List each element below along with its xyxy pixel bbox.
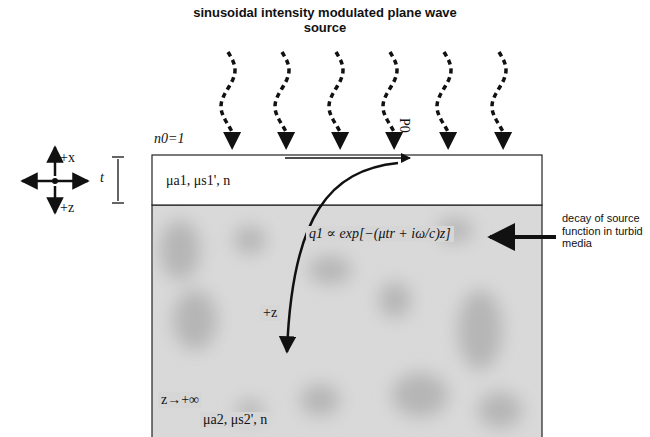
wave-arrow	[437, 52, 451, 132]
wave-arrow	[275, 52, 289, 132]
axis-origin	[52, 178, 58, 184]
layer-properties: μa2, μs2', n	[200, 412, 270, 428]
texture	[160, 218, 522, 428]
decay-curve	[287, 163, 398, 352]
wave-arrowhead	[331, 132, 349, 150]
annotation: decay of source function in turbid media	[562, 212, 646, 250]
wave-arrow	[329, 52, 343, 132]
wave-arrowhead	[439, 132, 457, 150]
wave-arrowhead	[494, 132, 512, 150]
dimension-tick	[112, 156, 124, 157]
turbid-region	[152, 205, 542, 437]
pointer-arrow	[490, 235, 556, 239]
axis-label: +z	[60, 200, 74, 216]
dimension-tick	[112, 202, 124, 203]
refractive-index-label: n0=1	[154, 131, 184, 147]
wave-arrowheads	[223, 132, 512, 150]
wave-arrowhead	[385, 132, 403, 150]
axis-arrow	[22, 180, 50, 183]
wave-arrowhead	[223, 132, 241, 150]
wave-arrow	[221, 52, 235, 132]
wave-arrows	[221, 52, 506, 132]
equation: q1 ∝ exp[−(μtr + iω/c)z]	[306, 226, 454, 242]
axis-arrow	[54, 186, 57, 213]
axis-label: +z	[260, 305, 280, 321]
wave-arrow	[492, 52, 506, 132]
layer-properties: μa1, μs1', n	[166, 173, 230, 189]
dimension-label: t	[100, 170, 104, 186]
axis-label: +x	[60, 150, 75, 166]
depth-label: z→+∞	[158, 392, 202, 408]
axis-label: P0	[396, 118, 412, 133]
wave-arrowhead	[277, 132, 295, 150]
p0-axis	[285, 157, 410, 159]
top-layer: μa1, μs1', n	[152, 155, 542, 205]
wave-arrow	[383, 52, 397, 132]
title: sinusoidal intensity modulated plane wav…	[190, 6, 460, 36]
axis-arrow	[54, 147, 57, 176]
thickness-dimension	[117, 159, 118, 201]
